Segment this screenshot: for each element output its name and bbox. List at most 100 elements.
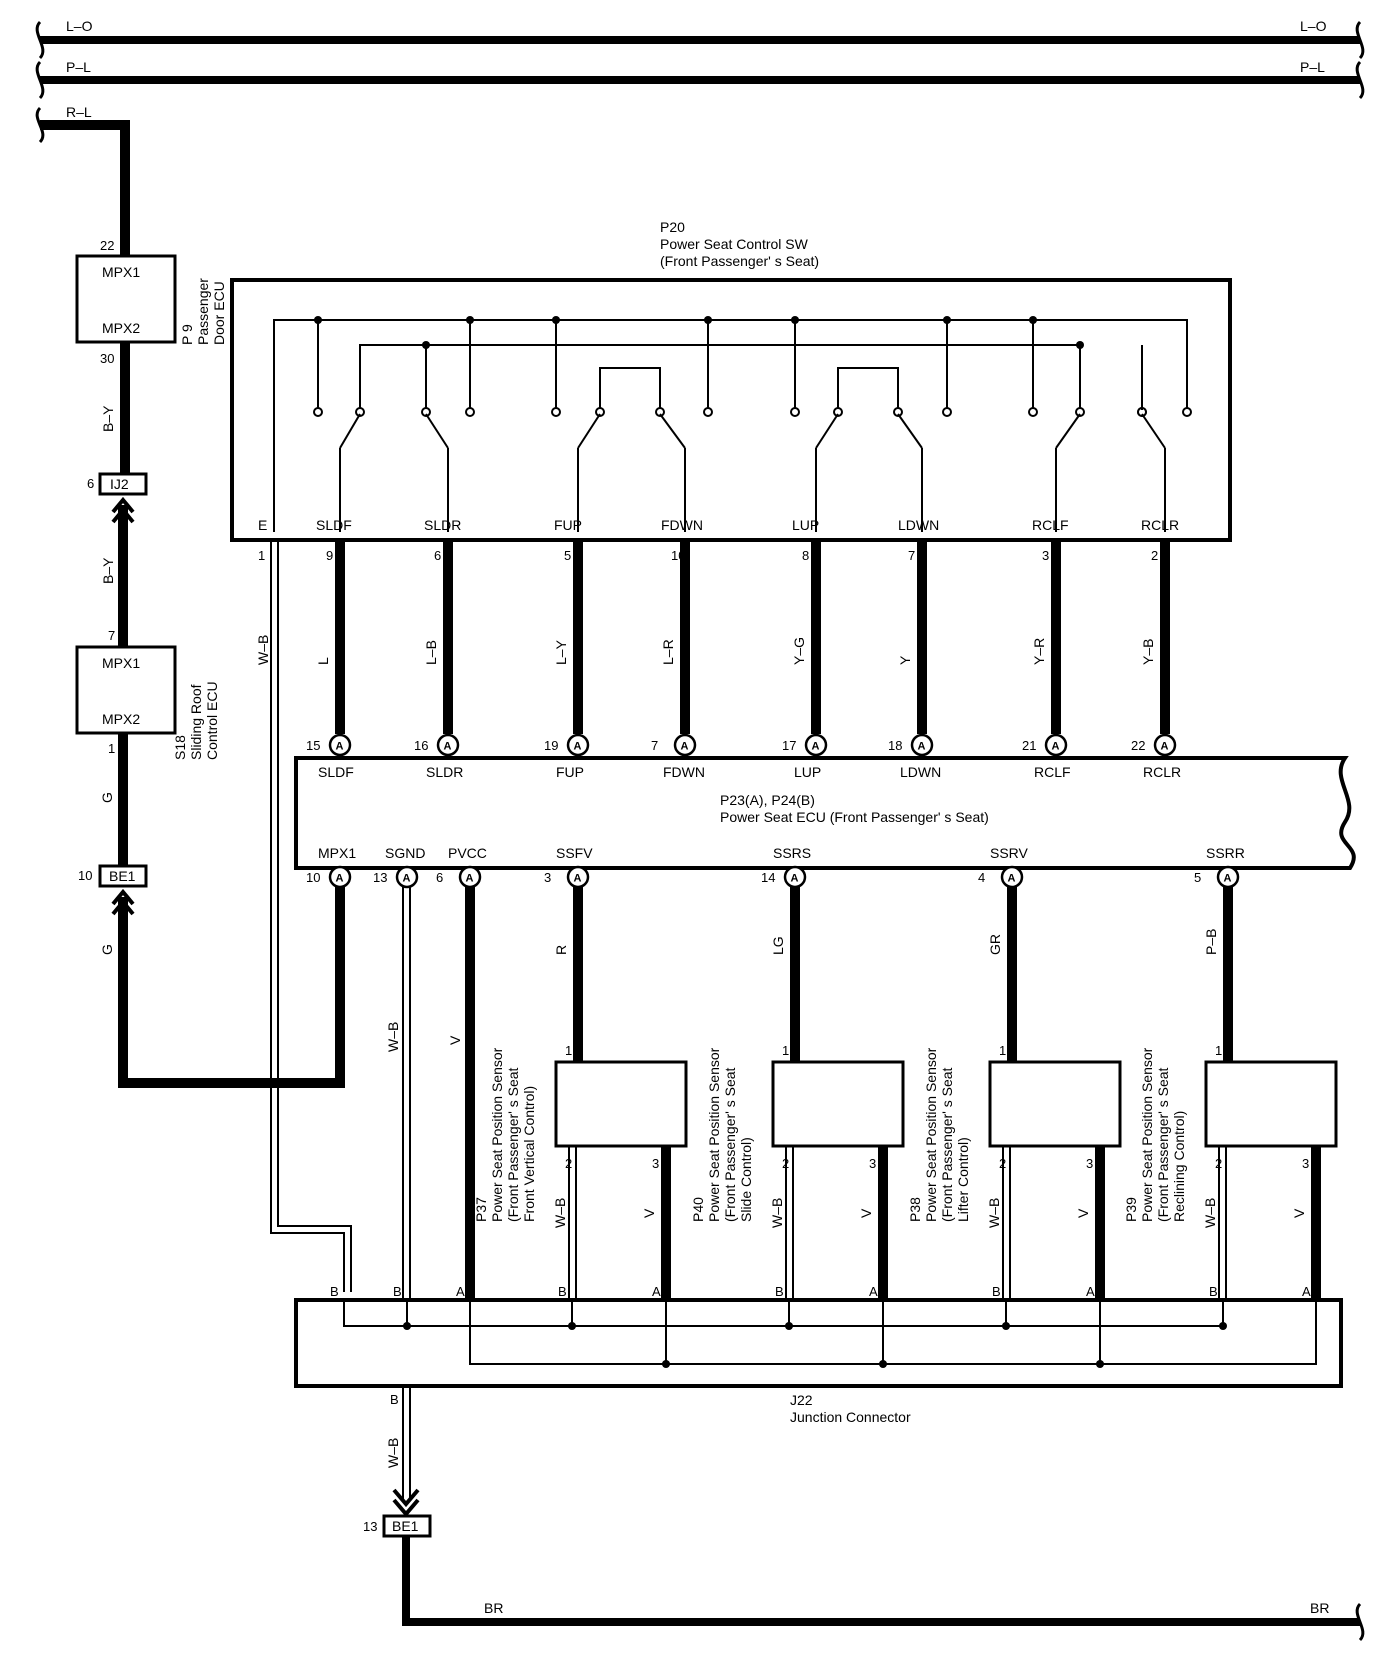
j22-bottom-wire-label: W–B: [385, 1438, 401, 1468]
p20-terminal-name: FDWN: [661, 517, 703, 533]
ecu-connector-a: A: [395, 865, 419, 889]
j22-pin-letter: B: [992, 1284, 1001, 1299]
wire-wb-ground-label: W–B: [255, 635, 271, 665]
ecu-pin-name: SSFV: [556, 845, 593, 861]
ecu-connector-a-letter: A: [791, 873, 799, 885]
sensor-code: P40: [690, 1197, 706, 1222]
ecu-connector-a-letter: A: [1008, 873, 1016, 885]
ecu-pin-number: 7: [651, 738, 658, 753]
ecu-pin-name: FUP: [556, 764, 584, 780]
sensor-signal-wire-color: P–B: [1203, 929, 1219, 955]
ecu-pin-number: 22: [1131, 738, 1145, 753]
wire-by-lower-label: B–Y: [100, 557, 116, 584]
sensor-pin-3: 3: [1086, 1156, 1093, 1171]
ecu-connector-a: A: [566, 865, 590, 889]
p9-desc1: Passenger: [195, 278, 211, 345]
p20-code: P20: [660, 219, 685, 235]
ecu-connector-a: A: [458, 865, 482, 889]
sensor-code: P37: [473, 1197, 489, 1222]
p20-terminal-name: FUP: [554, 517, 582, 533]
p20-terminal-name: LDWN: [898, 517, 939, 533]
ecu-pin-name: MPX1: [318, 845, 356, 861]
wire-pvcc: V: [447, 886, 475, 1300]
ecu-connector-a: A: [566, 733, 590, 757]
sensor-pin-1: 1: [1215, 1043, 1222, 1058]
sensor-ground-wire-color: W–B: [769, 1198, 785, 1228]
ecu-pin-name: SSRS: [773, 845, 811, 861]
p20-terminal-pin: 9: [326, 548, 333, 563]
sensor-desc-1: Power Seat Position Sensor: [923, 1047, 939, 1222]
sensor-desc-1: Power Seat Position Sensor: [706, 1047, 722, 1222]
sensor-pin-1: 1: [782, 1043, 789, 1058]
ecu-connector-a-letter: A: [1224, 873, 1232, 885]
ecu-pin-name: SLDR: [426, 764, 463, 780]
ecu-pin-number: 13: [373, 870, 387, 885]
s18-sliding-roof-ecu: 7 MPX1 MPX2 1 S18 Sliding Roof Control E…: [75, 628, 220, 760]
be1-bottom-connector: 13 BE1: [363, 1488, 432, 1538]
p9-door-ecu: 22 MPX1 MPX2 30 P 9 Passenger Door ECU: [75, 238, 227, 366]
ecu-pin-number: 21: [1022, 738, 1036, 753]
ecu-title2: Power Seat ECU (Front Passenger' s Seat): [720, 809, 989, 825]
ij2-connector: 6 IJ2: [87, 472, 148, 524]
ecu-pin-name: LDWN: [900, 764, 941, 780]
p20-wire-color: Y–B: [1140, 639, 1156, 665]
sensor-desc-3: Slide Control): [738, 1137, 754, 1222]
sensor-ground-wire-color: W–B: [552, 1198, 568, 1228]
wire-g-lower: [118, 876, 345, 1088]
p20-terminal-name: RCLF: [1032, 517, 1069, 533]
bus-pl-label-left: P–L: [66, 59, 91, 75]
ecu-connector-a-letter: A: [918, 741, 926, 753]
wire-rl: R–L: [35, 104, 130, 255]
sensor-signal-wire-color: GR: [987, 934, 1003, 955]
sensor-desc-1: Power Seat Position Sensor: [489, 1047, 505, 1222]
ecu-connector-a-letter: A: [1161, 741, 1169, 753]
p9-pin-top: 22: [100, 238, 114, 253]
bus-lo-label-right: L–O: [1300, 18, 1327, 34]
bus-pl: P–L P–L: [35, 59, 1365, 100]
s18-mpx2: MPX2: [102, 711, 140, 727]
sensor-desc-2: (Front Passenger' s Seat: [722, 1067, 738, 1222]
wire-pvcc-label: V: [447, 1035, 463, 1045]
wire-sgnd-label: W–B: [385, 1022, 401, 1052]
sensor-power-wire-color: V: [858, 1208, 874, 1218]
sensor-desc-2: (Front Passenger' s Seat: [1155, 1067, 1171, 1222]
ecu-pin-name: SSRR: [1206, 845, 1245, 861]
sensor-pin-3: 3: [869, 1156, 876, 1171]
power-seat-ecu-box: [294, 756, 1356, 870]
wire-sgnd: W–B: [385, 886, 411, 1500]
p20-wire-color: L–B: [423, 640, 439, 665]
j22-pin-letter: B: [393, 1284, 402, 1299]
sensor-desc-3: Reclining Control): [1171, 1111, 1187, 1222]
ecu-connector-a: A: [673, 733, 697, 757]
p20-header: P20 Power Seat Control SW (Front Passeng…: [660, 219, 819, 269]
sensor-signal-wire-color: LG: [770, 936, 786, 955]
be1-left-connector: 10 BE1: [78, 864, 148, 916]
sensor-pin-1: 1: [999, 1043, 1006, 1058]
bus-br-label-left: BR: [484, 1600, 503, 1616]
ecu-pin-number: 19: [544, 738, 558, 753]
ecu-connector-a: A: [436, 733, 460, 757]
p20-terminal-name: SLDF: [316, 517, 352, 533]
ecu-connector-a: A: [1044, 733, 1068, 757]
sensor-power-wire-color: V: [641, 1208, 657, 1218]
ecu-pin-name: PVCC: [448, 845, 487, 861]
p20-wire-color: L–Y: [553, 639, 569, 665]
ecu-title1: P23(A), P24(B): [720, 792, 815, 808]
ecu-pin-name: SSRV: [990, 845, 1029, 861]
sensor-desc-1: Power Seat Position Sensor: [1139, 1047, 1155, 1222]
j22-pin-letter: B: [330, 1284, 339, 1299]
ecu-connector-a-letter: A: [681, 741, 689, 753]
j22-name: Junction Connector: [790, 1409, 911, 1425]
sensor-pin-3: 3: [1302, 1156, 1309, 1171]
